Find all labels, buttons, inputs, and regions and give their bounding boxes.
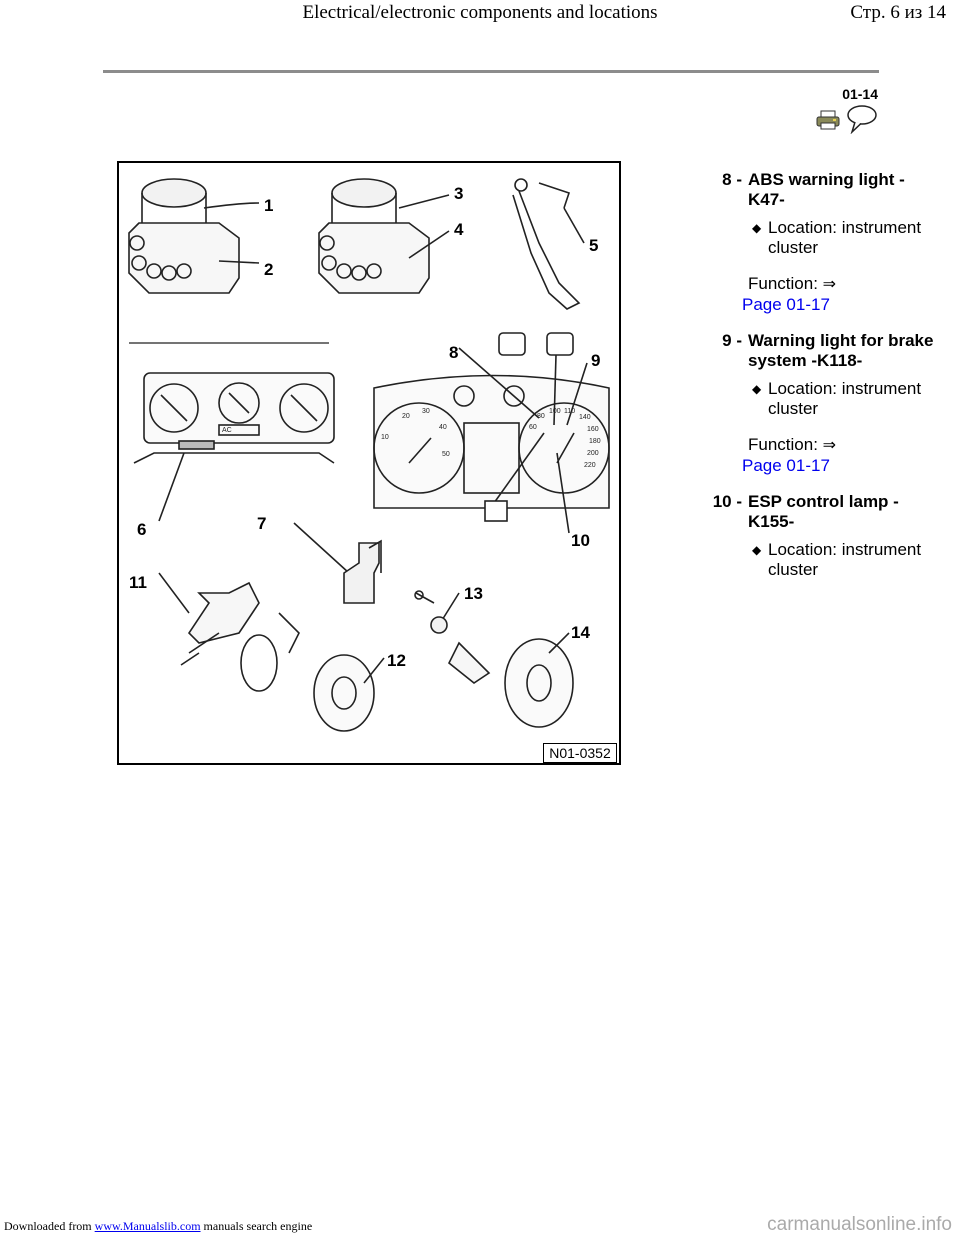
callout-8: 8 <box>449 343 458 362</box>
diamond-bullet-icon: ◆ <box>752 221 762 235</box>
callout-7: 7 <box>257 514 266 533</box>
legend-item-8: 8 - ABS warning light -K47- ◆ Location: … <box>690 170 940 315</box>
abs-unit-left-motor <box>141 178 207 208</box>
diamond-bullet-icon: ◆ <box>752 382 762 396</box>
gauge-label: 180 <box>589 438 601 445</box>
item-title: ESP control lamp -K155- <box>748 492 899 531</box>
gauge-label: 20 <box>402 413 410 420</box>
page-code: 01-14 <box>842 86 878 102</box>
function-label: Function: <box>748 274 818 293</box>
function-page-link[interactable]: Page 01-17 <box>742 456 830 475</box>
right-arrow-icon: ⇒ <box>822 437 837 454</box>
page-indicator: Стр. 6 из 14 <box>850 2 946 23</box>
callout-4: 4 <box>454 220 464 239</box>
gauge-label: 60 <box>529 424 537 431</box>
legend: 8 - ABS warning light -K47- ◆ Location: … <box>690 170 940 596</box>
callout-10: 10 <box>571 531 590 550</box>
callout-12: 12 <box>387 651 406 670</box>
item-number: 8 - <box>722 170 742 189</box>
item-location: Location: instrument cluster <box>768 379 922 418</box>
callout-2: 2 <box>264 260 273 279</box>
item-number: 10 - <box>712 492 742 511</box>
gauge-label: 160 <box>587 426 599 433</box>
gauge-label: 200 <box>587 450 599 457</box>
gauge-label: 30 <box>422 408 430 415</box>
footer-prefix: Downloaded from <box>4 1219 92 1233</box>
callout-3: 3 <box>454 184 463 203</box>
manualslib-link[interactable]: www.Manualslib.com <box>94 1219 201 1233</box>
item-location: Location: instrument cluster <box>768 218 922 257</box>
speech-bubble-icon[interactable] <box>846 104 878 134</box>
gauge-label: 110 <box>564 408 575 415</box>
callout-13: 13 <box>464 584 483 603</box>
gauge-label: 100 <box>549 408 561 415</box>
callout-6: 6 <box>137 520 146 539</box>
function-label: Function: <box>748 435 818 454</box>
gauge-label: 40 <box>439 424 447 431</box>
item-location: Location: instrument cluster <box>768 540 922 579</box>
footer-suffix: manuals search engine <box>203 1219 313 1233</box>
item-number: 9 - <box>722 331 742 350</box>
ac-button-label: AC <box>222 427 232 434</box>
gauge-label: 140 <box>579 414 591 421</box>
header-rule <box>103 70 879 73</box>
download-footer: Downloaded from www.Manualslib.com manua… <box>4 1219 312 1234</box>
gauge-label: 10 <box>381 434 389 441</box>
item-title: ABS warning light -K47- <box>748 170 905 209</box>
right-arrow-icon: ⇒ <box>822 276 837 293</box>
document-title: Electrical/electronic components and loc… <box>302 2 658 23</box>
gauge-label: 50 <box>442 451 450 458</box>
technical-illustration: 1 2 3 4 5 6 7 8 9 10 11 12 13 14 20 30 4… <box>128 178 610 732</box>
legend-item-9: 9 - Warning light for brake system -K118… <box>690 331 940 476</box>
callout-11: 11 <box>129 573 147 592</box>
callout-9: 9 <box>591 351 600 370</box>
printer-icon[interactable] <box>816 110 840 130</box>
legend-item-10: 10 - ESP control lamp -K155- ◆ Location:… <box>690 492 940 580</box>
item-title: Warning light for brake system -K118- <box>748 331 934 370</box>
abs-unit-right-motor <box>331 178 397 208</box>
callout-14: 14 <box>571 623 590 642</box>
figure-code: N01-0352 <box>543 743 617 763</box>
gauge-label: 80 <box>537 413 545 420</box>
gauge-label: 220 <box>584 462 596 469</box>
wheel-hub-left <box>313 654 375 732</box>
component-location-figure: 1 2 3 4 5 6 7 8 9 10 11 12 13 14 20 30 4… <box>117 161 621 765</box>
callout-1: 1 <box>264 196 273 215</box>
diamond-bullet-icon: ◆ <box>752 543 762 557</box>
callout-5: 5 <box>589 236 598 255</box>
function-page-link[interactable]: Page 01-17 <box>742 295 830 314</box>
wheel-hub-right <box>504 638 574 728</box>
watermark: carmanualsonline.info <box>767 1214 952 1235</box>
